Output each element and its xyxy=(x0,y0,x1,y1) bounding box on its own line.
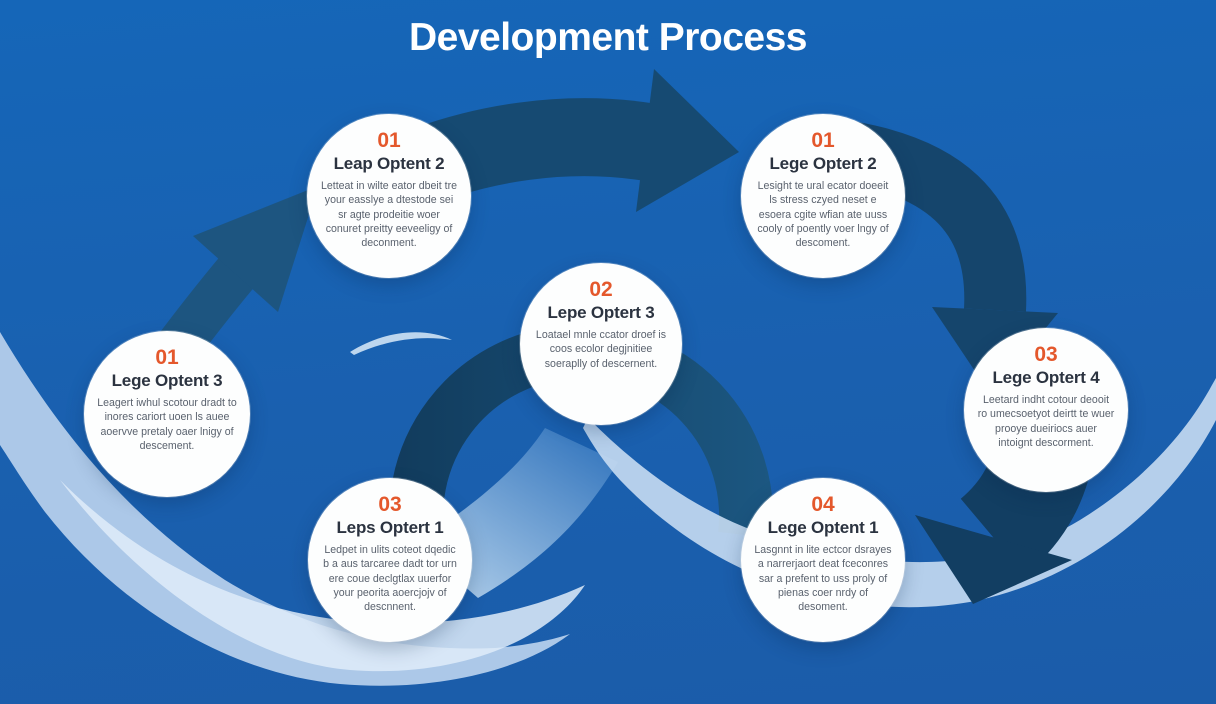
step-number: 01 xyxy=(377,129,401,152)
crescent-small xyxy=(350,332,452,355)
step-number: 01 xyxy=(811,129,835,152)
step-number: 03 xyxy=(1034,343,1058,366)
step-title: Lege Optert 4 xyxy=(992,368,1100,388)
process-step-bottom-left: 03 Leps Optert 1 Ledpet in ulits coteot … xyxy=(308,478,472,642)
process-step-top-right: 01 Lege Optert 2 Lesight te ural ecator … xyxy=(741,114,905,278)
step-body: Lesight te ural ecator doeeit ls stress … xyxy=(757,180,889,249)
arrow-left-up-head xyxy=(193,186,318,312)
step-body: Loatael mnle ccator droef is coos ecolor… xyxy=(535,329,667,370)
swoosh-left-outer xyxy=(0,332,570,686)
step-body: Lasgnnt in lite ectcor dsrayes a narrerj… xyxy=(754,544,892,613)
step-number: 02 xyxy=(589,278,613,301)
swoosh-left-inner xyxy=(60,480,585,672)
step-title: Lege Optent 1 xyxy=(767,518,879,538)
process-step-center: 02 Lepe Optert 3 Loatael mnle ccator dro… xyxy=(520,263,682,425)
process-step-bottom-right: 04 Lege Optent 1 Lasgnnt in lite ectcor … xyxy=(741,478,905,642)
step-number: 03 xyxy=(378,493,402,516)
step-number: 01 xyxy=(155,346,179,369)
page-title: Development Process xyxy=(408,16,808,59)
process-step-right: 03 Lege Optert 4 Leetard indht cotour de… xyxy=(964,328,1128,492)
step-body: Letteat in wilte eator dbeit tre your ea… xyxy=(320,180,458,249)
arrow-bottom-right-head xyxy=(915,515,1072,604)
step-title: Lepe Optert 3 xyxy=(547,303,655,323)
step-title: Leap Optent 2 xyxy=(333,154,445,174)
arrow-top-head xyxy=(636,69,739,212)
step-title: Lege Optent 3 xyxy=(111,371,223,391)
step-body: Leetard indht cotour deooit ro umecsoety… xyxy=(977,394,1115,449)
process-step-left: 01 Lege Optent 3 Leagert iwhul scotour d… xyxy=(84,331,250,497)
step-body: Ledpet in ulits coteot dqedic b a aus ta… xyxy=(323,544,457,613)
step-body: Leagert iwhul scotour dradt to inores ca… xyxy=(97,397,237,452)
step-title: Lege Optert 2 xyxy=(769,154,877,174)
process-step-top-left: 01 Leap Optent 2 Letteat in wilte eator … xyxy=(307,114,471,278)
step-title: Leps Optert 1 xyxy=(336,518,444,538)
step-number: 04 xyxy=(811,493,835,516)
